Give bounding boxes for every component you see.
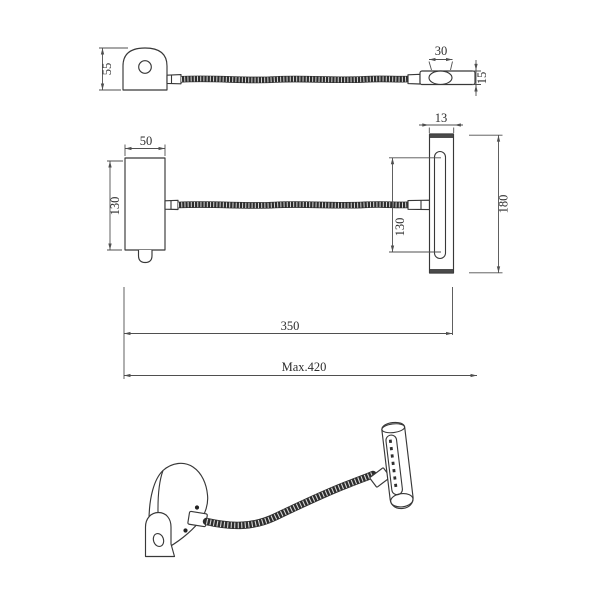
dimension-bracket-height: 55 — [99, 47, 128, 91]
base-body-seam — [157, 470, 164, 513]
dimension-head-width: 30 — [428, 44, 453, 71]
head-top-cap — [429, 133, 454, 138]
dimension-head-length: 180 — [469, 134, 511, 274]
base-plate-front — [124, 157, 166, 251]
dim-180-label: 180 — [497, 195, 511, 214]
arm-head-connector-side — [407, 73, 421, 85]
head-bottom-cap — [429, 269, 454, 274]
dim-55-label: 55 — [100, 63, 114, 76]
led-dots — [388, 439, 398, 488]
arm-base-connector-side — [166, 74, 182, 85]
dimension-head-depth: 13 — [419, 111, 463, 133]
dim-max420-label: Max.420 — [282, 360, 327, 374]
dimension-led-window-height: 130 — [389, 157, 441, 253]
flexible-arm-side — [180, 75, 409, 84]
mounting-hole-side — [138, 60, 152, 74]
dimension-max-reach: Max.420 — [124, 360, 477, 378]
dim-130-base-label: 130 — [108, 197, 122, 216]
head-cylinder — [381, 421, 414, 510]
screw-dot-lower — [183, 528, 188, 533]
dimension-base-height: 130 — [107, 160, 123, 251]
front-view: 50 130 13 — [107, 111, 511, 379]
dim-50-label: 50 — [140, 134, 153, 148]
head-top-face — [381, 423, 406, 434]
dim-30-label: 30 — [435, 44, 448, 58]
led-window-3d — [385, 434, 403, 496]
dimension-head-thickness: 15 — [472, 60, 489, 96]
dim-15-label: 15 — [475, 72, 489, 85]
dim-350-label: 350 — [281, 319, 300, 333]
head-joint-side — [428, 70, 453, 85]
flexible-arm-3d — [202, 470, 377, 530]
dim-130-head-label: 130 — [393, 218, 407, 237]
flexible-arm-front — [177, 201, 409, 209]
dimension-arm-span: 350 — [123, 287, 453, 379]
led-window — [433, 150, 447, 260]
dim-13-label: 13 — [435, 111, 448, 125]
perspective-view — [144, 421, 414, 558]
side-view: 55 30 15 — [99, 44, 489, 96]
dimension-base-width: 50 — [124, 134, 166, 156]
arm-head-connector-front — [407, 199, 431, 211]
lamp-head-3d — [381, 421, 414, 510]
screw-dot-upper — [194, 505, 200, 510]
switch-knob — [137, 250, 153, 264]
mounting-hole-3d — [152, 532, 165, 548]
